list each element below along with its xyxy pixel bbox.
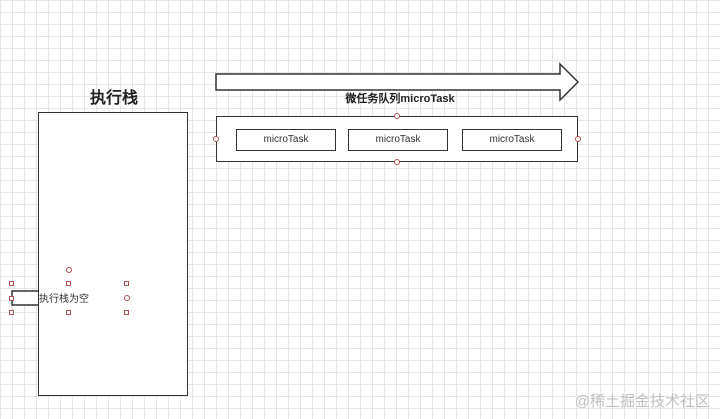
- stack-title: 执行栈: [89, 90, 138, 107]
- queue-title: 微任务队列microTask: [345, 93, 455, 105]
- resize-handle-left[interactable]: [9, 296, 14, 301]
- queue-handle-right[interactable]: [575, 136, 581, 142]
- queue-handle-top[interactable]: [394, 113, 400, 119]
- rotate-handle[interactable]: [66, 267, 72, 273]
- resize-handle-top-left[interactable]: [9, 281, 14, 286]
- microtask-queue-box[interactable]: microTask microTask microTask: [216, 116, 578, 162]
- queue-direction-arrow: [215, 62, 580, 102]
- execution-stack-box[interactable]: [38, 112, 188, 396]
- queue-handle-left[interactable]: [213, 136, 219, 142]
- microtask-item[interactable]: microTask: [236, 129, 336, 151]
- resize-handle-top[interactable]: [66, 281, 71, 286]
- resize-handle-bottom-right[interactable]: [124, 310, 129, 315]
- microtask-item[interactable]: microTask: [462, 129, 562, 151]
- resize-handle-bottom-left[interactable]: [9, 310, 14, 315]
- resize-handle-bottom[interactable]: [66, 310, 71, 315]
- queue-handle-bottom[interactable]: [394, 159, 400, 165]
- resize-handle-right[interactable]: [124, 295, 130, 301]
- microtask-item[interactable]: microTask: [348, 129, 448, 151]
- resize-handle-top-right[interactable]: [124, 281, 129, 286]
- stack-empty-label: 执行栈为空: [39, 294, 89, 305]
- watermark: @稀土掘金技术社区: [574, 393, 710, 410]
